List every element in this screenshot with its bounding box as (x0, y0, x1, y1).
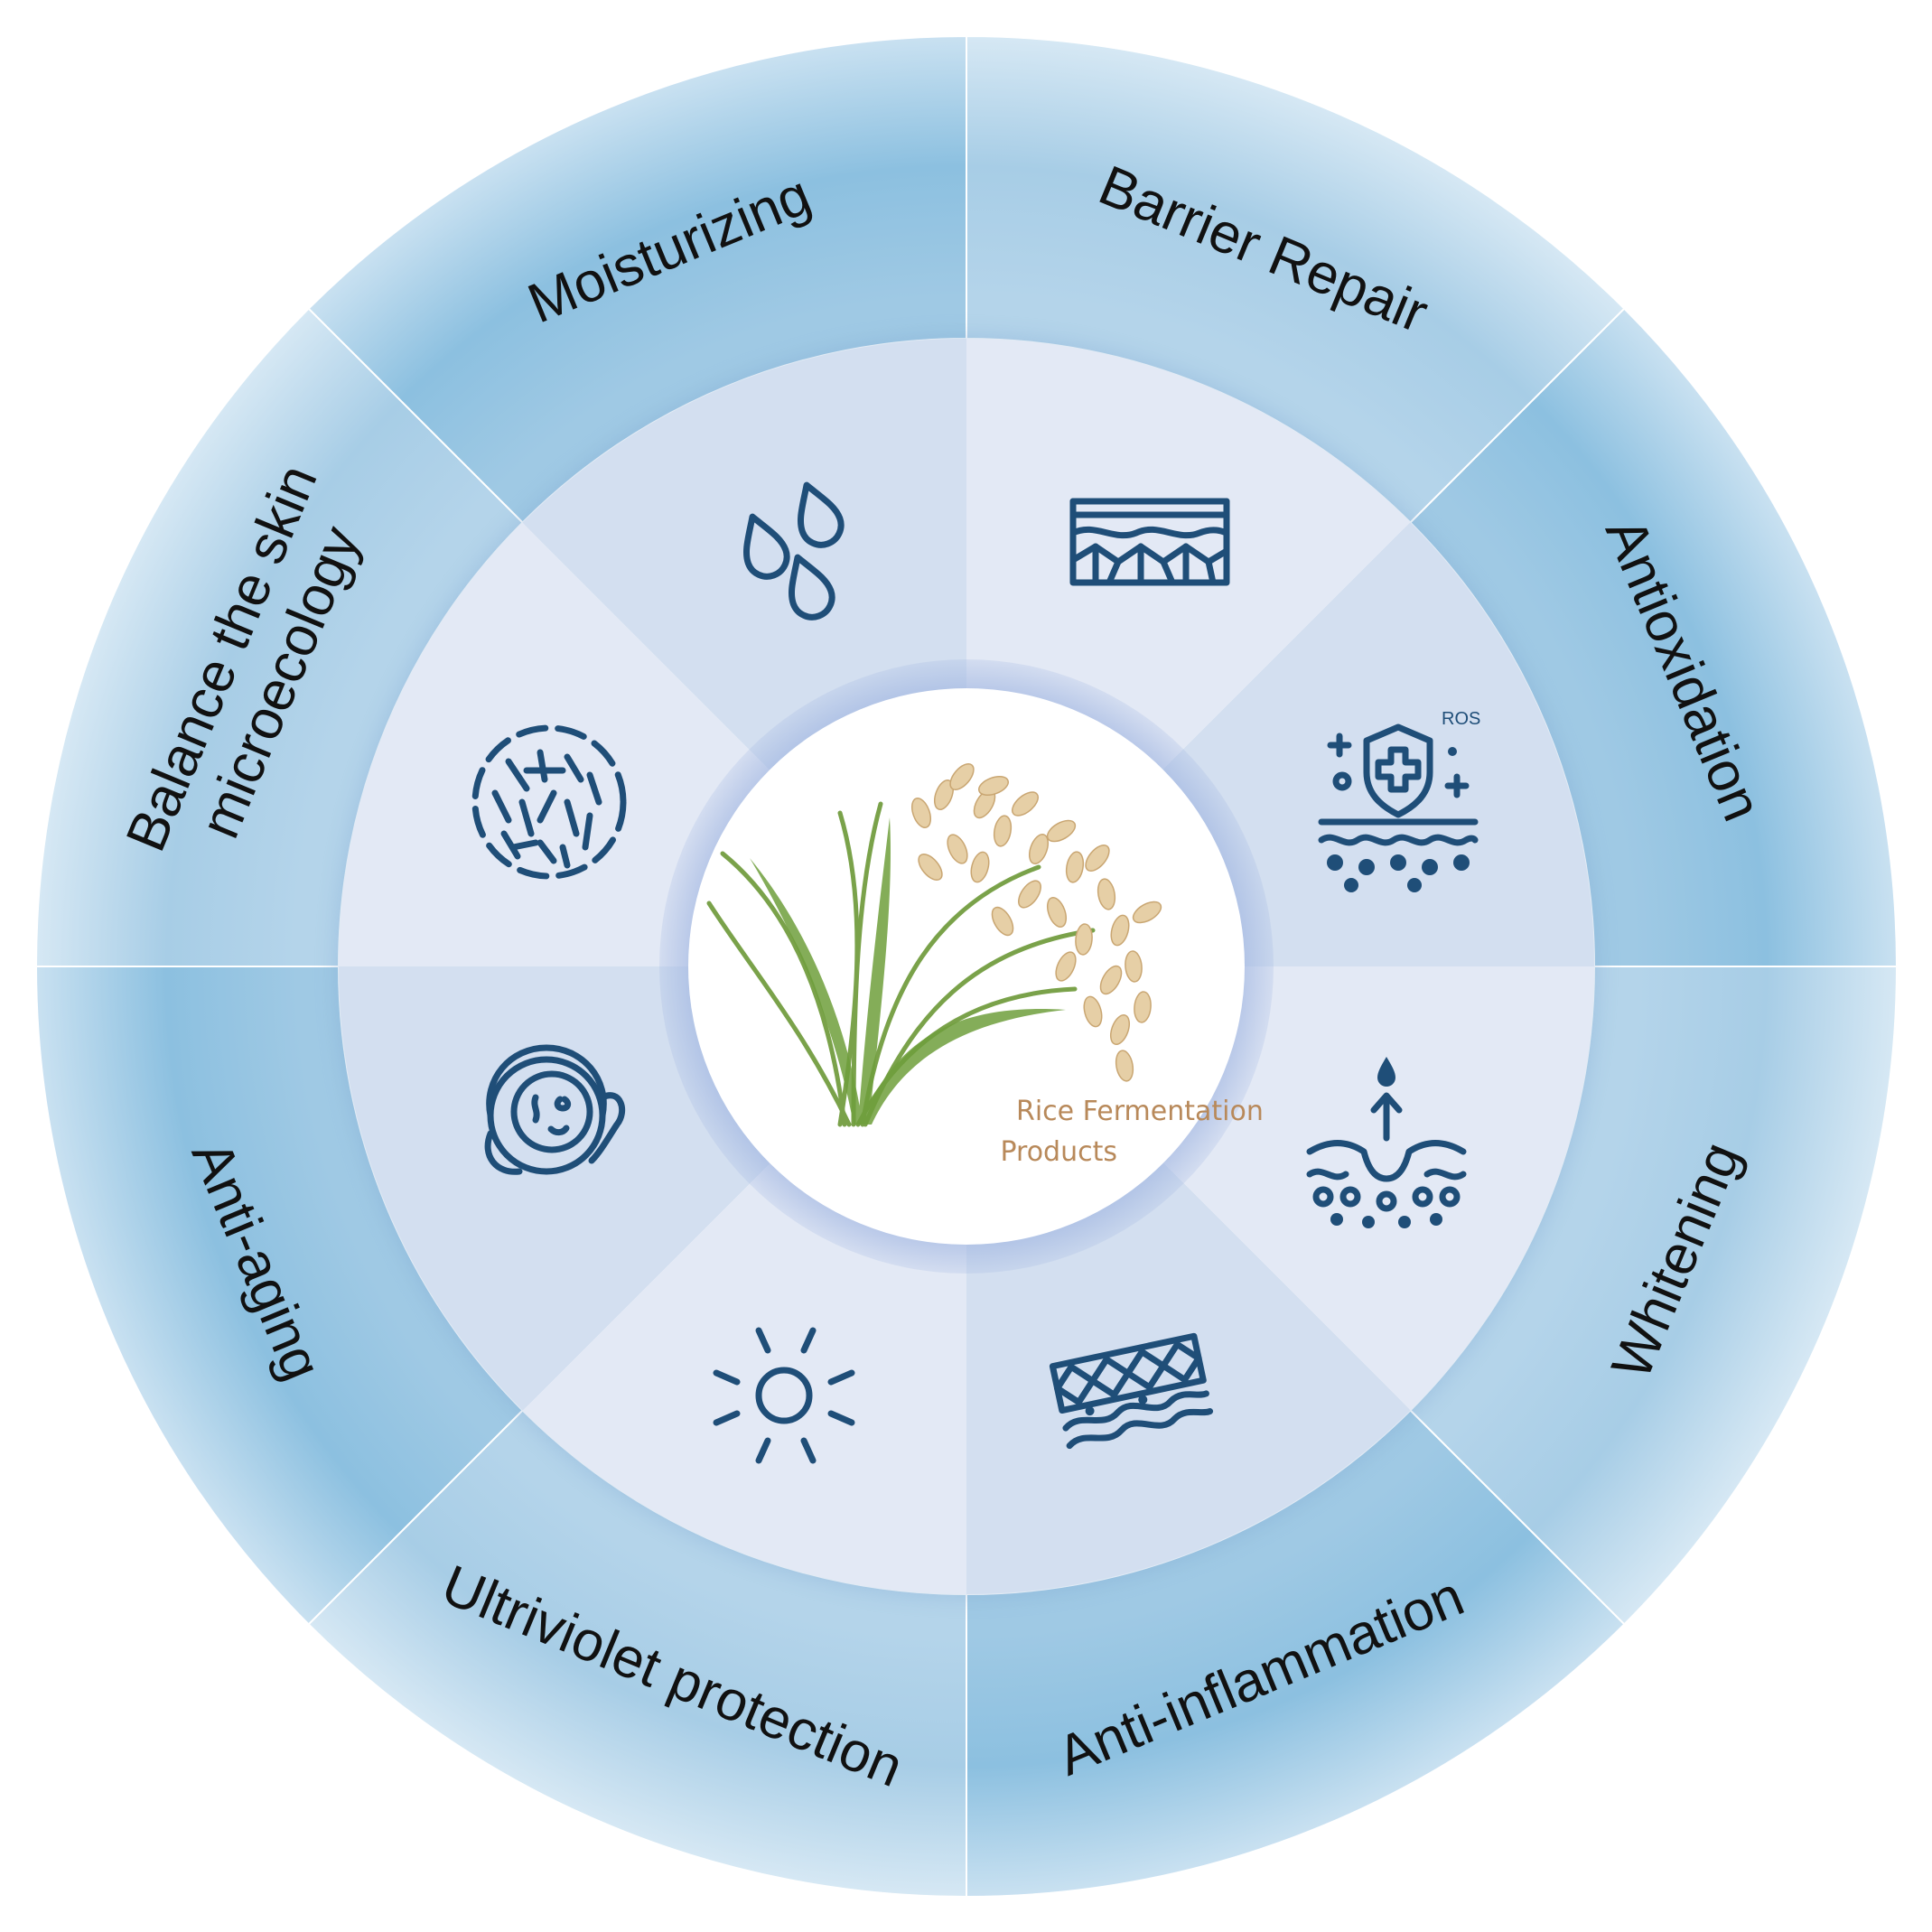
center-circle (688, 688, 1245, 1245)
skin-layers-icon (1069, 498, 1230, 586)
inflamed-skin-icon (1049, 1332, 1214, 1450)
sun-icon (713, 1327, 855, 1464)
bacteria-colony-icon (471, 724, 627, 880)
center-title-line2: Products (1000, 1136, 1117, 1168)
shield-ros-icon: ROS (1318, 709, 1480, 892)
ros-label: ROS (1442, 709, 1480, 729)
center-title-line1: Rice Fermentation (1016, 1096, 1264, 1127)
skin-pigment-icon (1306, 1057, 1467, 1228)
face-care-icon (484, 1044, 626, 1175)
rice-plant-illustration: Rice Fermentation Products (706, 763, 1264, 1168)
water-drops-icon (743, 481, 845, 621)
